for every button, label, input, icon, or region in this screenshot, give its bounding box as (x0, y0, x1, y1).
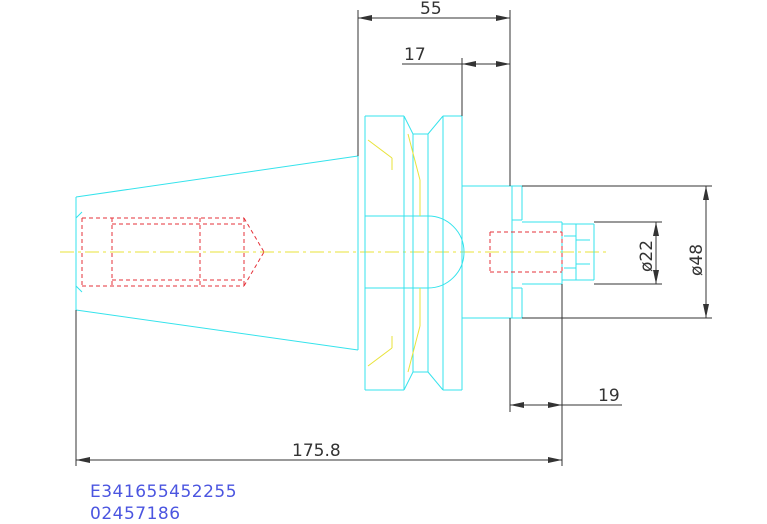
taper-shank (75, 155, 359, 351)
dim-d48-label: ø48 (687, 244, 707, 276)
dim-175-8-label: 175.8 (292, 441, 341, 461)
dimension-175-8: 175.8 (75, 310, 562, 466)
dimension-55: 55 (357, 0, 511, 186)
dim-19-label: 19 (598, 386, 620, 406)
flange (364, 115, 465, 391)
part-code: E341655452255 (90, 482, 238, 502)
dim-55-label: 55 (420, 0, 442, 19)
dimension-d22: ø22 (594, 221, 662, 285)
hidden-nose-bore (489, 231, 563, 273)
dimension-d48: ø48 (522, 185, 712, 319)
dim-d22-label: ø22 (637, 240, 657, 272)
dimension-17: 17 (402, 45, 510, 116)
dimension-19: 19 (509, 284, 622, 466)
dim-17-label: 17 (404, 45, 426, 65)
part-number: 02457186 (90, 504, 181, 524)
nose-collar (462, 185, 595, 319)
hidden-thread-bore (81, 217, 265, 287)
